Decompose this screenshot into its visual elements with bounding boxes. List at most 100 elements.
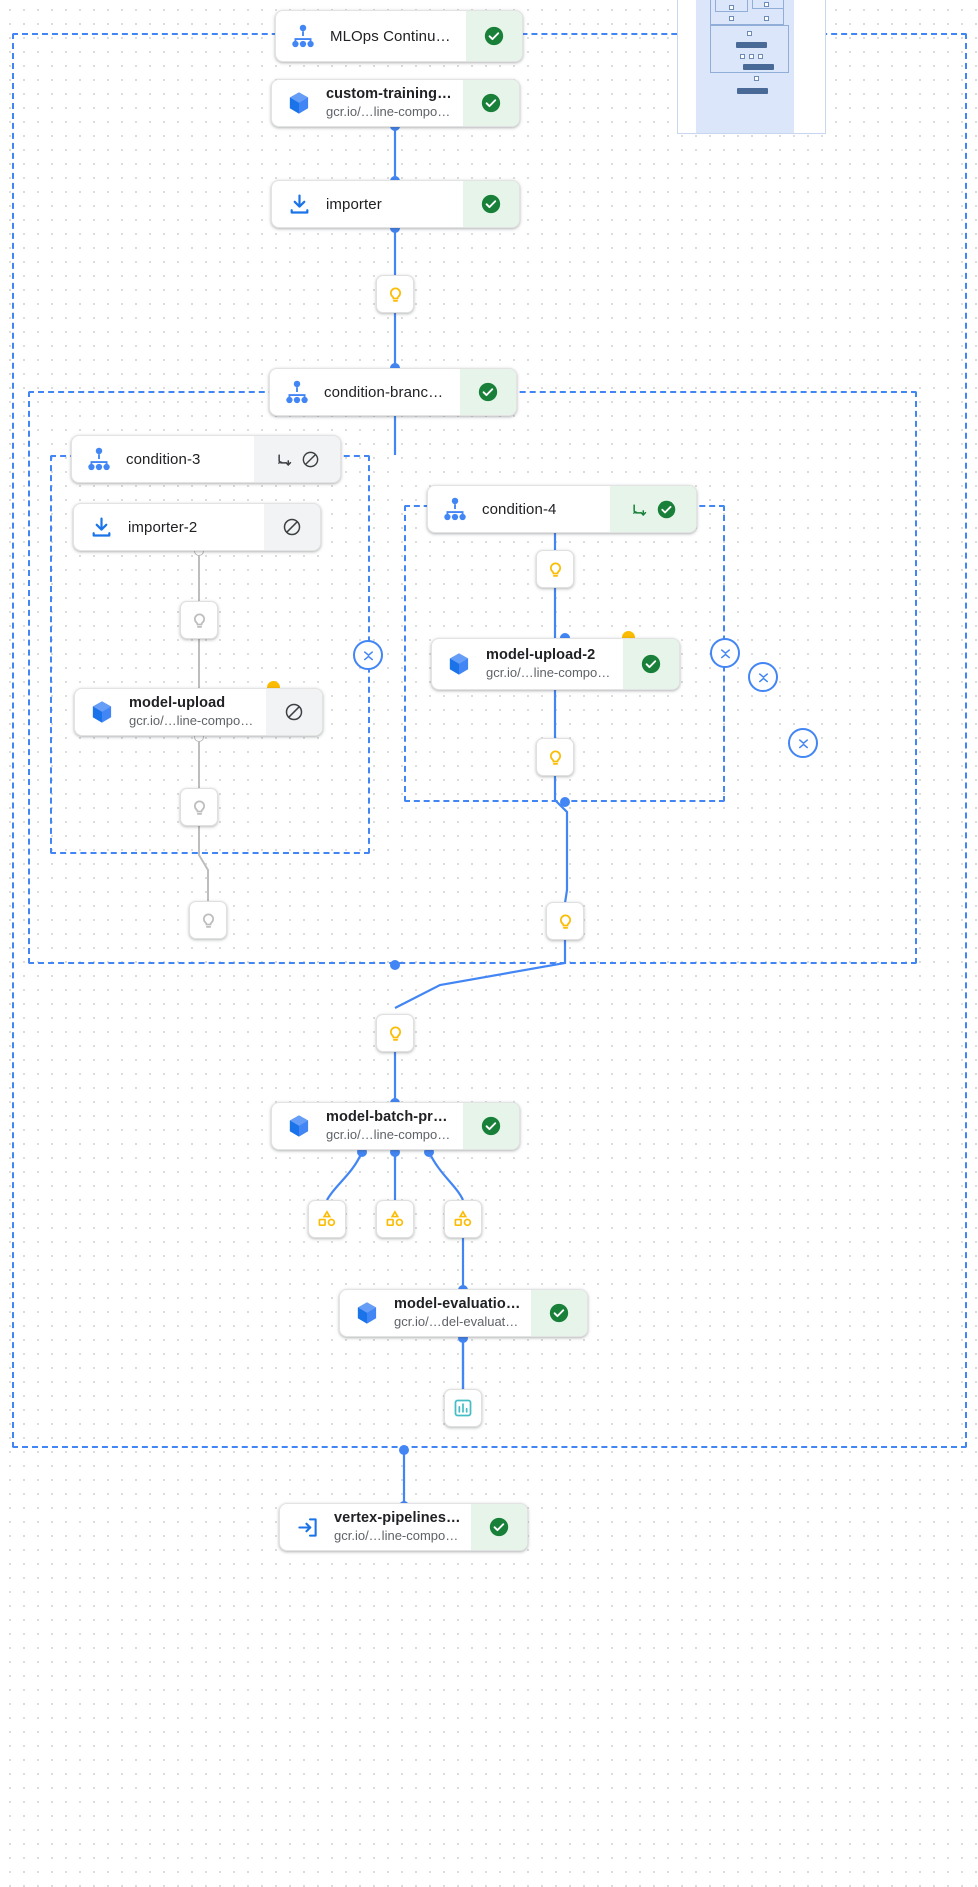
chip-parameter[interactable] xyxy=(189,901,227,939)
node-text: model-upload gcr.io/…line-components:2.6… xyxy=(129,689,266,735)
node-text: model-upload-2 gcr.io/…line-components:2… xyxy=(486,639,623,689)
block-circle-icon xyxy=(302,451,319,467)
artifact-shapes-icon xyxy=(454,1210,472,1227)
minimap-node xyxy=(729,16,734,21)
chip-parameter[interactable] xyxy=(536,550,574,588)
minimap-node xyxy=(729,5,734,10)
collapse-condition-4-button[interactable] xyxy=(710,638,740,668)
minimap-node xyxy=(764,16,769,21)
status-badge-succeeded xyxy=(460,369,516,415)
minimap-group xyxy=(715,0,748,12)
status-badge-succeeded[interactable] xyxy=(610,486,696,532)
dag-node-icon xyxy=(428,486,482,532)
chip-parameter[interactable] xyxy=(376,1014,414,1052)
status-badge-skipped[interactable] xyxy=(254,436,340,482)
node-subtitle: gcr.io/…line-components:2.6.0 xyxy=(326,1127,453,1142)
status-badge-succeeded xyxy=(463,181,519,227)
node-text: vertex-pipelines-notificat… gcr.io/…line… xyxy=(334,1504,471,1550)
chip-parameter[interactable] xyxy=(376,275,414,313)
node-custom-training-job[interactable]: custom-training-job gcr.io/…line-compone… xyxy=(271,79,520,127)
chip-artifact[interactable] xyxy=(444,1200,482,1238)
status-badge-succeeded xyxy=(463,1103,519,1149)
node-title: condition-branches-2 xyxy=(324,383,450,401)
node-vertex-pipelines-notification[interactable]: vertex-pipelines-notificat… gcr.io/…line… xyxy=(279,1503,528,1551)
edge-port xyxy=(357,1147,367,1157)
node-model-evaluation-regression[interactable]: model-evaluation-regres… gcr.io/…del-eva… xyxy=(339,1289,588,1337)
collapse-chevrons-icon xyxy=(720,648,730,658)
chip-parameter[interactable] xyxy=(546,902,584,940)
node-subtitle: gcr.io/…del-evaluation:v0.9.3 xyxy=(394,1314,521,1329)
collapse-root-button[interactable] xyxy=(788,728,818,758)
lightbulb-icon xyxy=(193,800,205,815)
dag-node-icon xyxy=(72,436,126,482)
node-text: MLOps Continuous Traini… xyxy=(330,11,466,61)
dag-node-icon xyxy=(270,369,324,415)
minimap-group xyxy=(752,0,784,9)
minimap-node xyxy=(754,76,759,81)
status-badge-succeeded xyxy=(471,1504,527,1550)
chip-parameter[interactable] xyxy=(180,788,218,826)
chip-metrics[interactable] xyxy=(444,1389,482,1427)
node-subtitle: gcr.io/…line-components:2.6.0 xyxy=(334,1528,461,1543)
branch-arrow-icon xyxy=(632,503,647,516)
import-download-icon xyxy=(272,181,326,227)
node-model-upload-2[interactable]: model-upload-2 gcr.io/…line-components:2… xyxy=(431,638,680,690)
check-circle-icon xyxy=(478,382,498,402)
node-title: model-evaluation-regres… xyxy=(394,1296,521,1312)
minimap-node xyxy=(764,2,769,7)
collapse-chevrons-icon xyxy=(363,650,373,660)
node-mlops-continuous-training[interactable]: MLOps Continuous Traini… xyxy=(275,10,523,62)
node-title: custom-training-job xyxy=(326,86,453,102)
container-cube-icon xyxy=(272,80,326,126)
check-circle-icon xyxy=(481,194,501,214)
collapse-chevrons-icon xyxy=(798,738,808,748)
chip-parameter[interactable] xyxy=(180,601,218,639)
node-condition-3[interactable]: condition-3 xyxy=(71,435,341,483)
collapse-condition-branches-button[interactable] xyxy=(748,662,778,692)
edge-port xyxy=(390,223,400,233)
check-circle-icon xyxy=(481,93,501,113)
minimap-node xyxy=(747,31,752,36)
node-condition-branches-2[interactable]: condition-branches-2 xyxy=(269,368,517,416)
container-cube-icon xyxy=(340,1290,394,1336)
chip-artifact[interactable] xyxy=(376,1200,414,1238)
minimap-node xyxy=(740,54,745,59)
chip-parameter[interactable] xyxy=(536,738,574,776)
minimap-node xyxy=(737,88,768,94)
node-text: model-batch-predict gcr.io/…line-compone… xyxy=(326,1103,463,1149)
node-subtitle: gcr.io/…line-components:2.6.0 xyxy=(326,104,453,119)
edge-port xyxy=(458,1333,468,1343)
node-importer-2[interactable]: importer-2 xyxy=(73,503,321,551)
minimap-node xyxy=(736,42,767,48)
node-title: MLOps Continuous Traini… xyxy=(330,27,456,45)
graph-minimap[interactable] xyxy=(677,0,826,134)
status-badge-succeeded xyxy=(623,639,679,689)
node-model-upload[interactable]: model-upload gcr.io/…line-components:2.6… xyxy=(74,688,323,736)
check-circle-icon xyxy=(657,500,676,518)
status-badge-skipped xyxy=(264,504,320,550)
container-cube-icon xyxy=(432,639,486,689)
status-badge-succeeded xyxy=(463,80,519,126)
node-subtitle: gcr.io/…line-components:2.6.0 xyxy=(129,713,256,728)
node-title: condition-3 xyxy=(126,450,201,468)
collapse-condition-3-button[interactable] xyxy=(353,640,383,670)
status-badge-skipped xyxy=(266,689,322,735)
minimap-node xyxy=(758,54,763,59)
node-title: vertex-pipelines-notificat… xyxy=(334,1510,461,1526)
node-importer[interactable]: importer xyxy=(271,180,520,228)
chip-artifact[interactable] xyxy=(308,1200,346,1238)
node-title: model-upload-2 xyxy=(486,647,596,663)
lightbulb-icon xyxy=(549,750,561,765)
import-download-icon xyxy=(74,504,128,550)
lightbulb-icon xyxy=(549,562,561,577)
lightbulb-icon xyxy=(202,913,214,928)
node-text: condition-branches-2 xyxy=(324,369,460,415)
check-circle-icon xyxy=(489,1517,509,1537)
edge-port xyxy=(560,797,570,807)
node-title: condition-4 xyxy=(482,500,557,518)
node-model-batch-predict[interactable]: model-batch-predict gcr.io/…line-compone… xyxy=(271,1102,520,1150)
lightbulb-icon xyxy=(389,1026,401,1041)
node-condition-4[interactable]: condition-4 xyxy=(427,485,697,533)
